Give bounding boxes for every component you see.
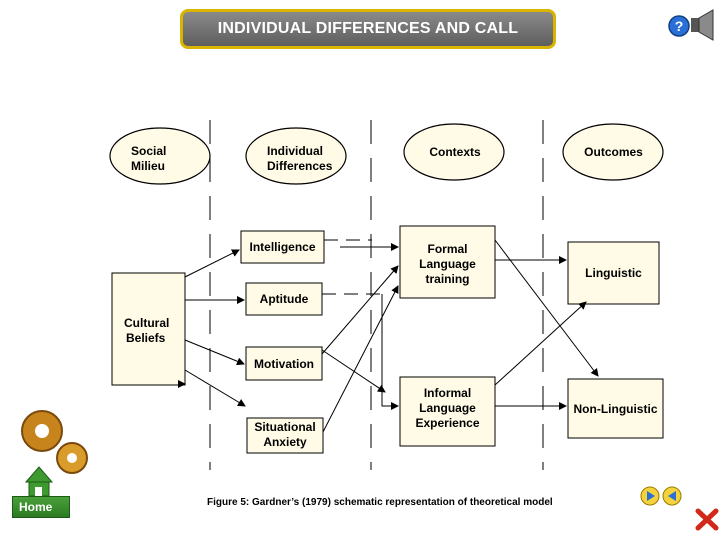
formal-training-box xyxy=(399,225,496,299)
contexts-label: Contexts xyxy=(429,145,481,159)
motivation-label: Motivation xyxy=(254,357,314,371)
home-button[interactable]: Home xyxy=(12,496,70,518)
formal-training-line-1: Formal xyxy=(427,242,468,256)
informal-experience-line-2: Language xyxy=(419,401,476,415)
cultural-beliefs-line-2: Beliefs xyxy=(126,331,166,345)
help-icon[interactable]: ? xyxy=(668,15,690,37)
individual-differences-line-1: Individual xyxy=(267,144,324,158)
outcomes-ellipse xyxy=(562,123,664,181)
cultural-beliefs-line-1: Cultural xyxy=(124,316,170,330)
aptitude-label: Aptitude xyxy=(259,292,309,306)
outcomes-label: Outcomes xyxy=(584,145,643,159)
close-icon[interactable] xyxy=(695,508,719,531)
individual-differences-label: Individual Differences xyxy=(267,144,332,174)
non-linguistic-box xyxy=(567,378,664,439)
individual-differences-ellipse xyxy=(245,127,347,185)
formal-training-label: Formal Language training xyxy=(400,242,495,287)
social-milieu-label: Social Milieu xyxy=(131,144,166,174)
situational-anxiety-box xyxy=(246,417,324,454)
svg-text:?: ? xyxy=(675,18,684,34)
non-linguistic-label: Non-Linguistic xyxy=(573,402,658,416)
figure-caption: Figure 5: Gardner’s (1979) schematic rep… xyxy=(207,497,553,508)
home-icon[interactable] xyxy=(24,466,54,497)
speaker-icon[interactable] xyxy=(691,9,714,41)
formal-training-line-3: training xyxy=(425,272,470,286)
situational-anxiety-line-1: Situational xyxy=(254,420,316,434)
column-dividers xyxy=(209,120,544,470)
informal-experience-box xyxy=(399,376,496,447)
cultural-beliefs-box xyxy=(111,272,186,386)
formal-training-line-2: Language xyxy=(419,257,476,271)
social-milieu-line-2: Milieu xyxy=(131,159,166,173)
motivation-box xyxy=(245,346,323,381)
social-milieu-ellipse xyxy=(109,127,211,185)
gears-icon xyxy=(21,410,88,474)
informal-experience-line-1: Informal xyxy=(423,386,472,400)
social-milieu-line-1: Social xyxy=(131,144,167,158)
linguistic-label: Linguistic xyxy=(585,266,642,280)
back-icon[interactable] xyxy=(662,486,682,506)
situational-anxiety-line-2: Anxiety xyxy=(263,435,307,449)
individual-differences-line-2: Differences xyxy=(267,159,333,173)
linguistic-box xyxy=(567,241,660,305)
intelligence-label: Intelligence xyxy=(249,240,316,254)
aptitude-box xyxy=(245,282,323,316)
play-icon[interactable] xyxy=(640,486,660,506)
contexts-ellipse xyxy=(403,123,505,181)
informal-experience-line-3: Experience xyxy=(415,416,480,430)
intelligence-box xyxy=(240,230,325,264)
informal-experience-label: Informal Language Experience xyxy=(400,386,495,431)
situational-anxiety-label: Situational Anxiety xyxy=(247,420,323,450)
page-title: INDIVIDUAL DIFFERENCES AND CALL xyxy=(180,9,556,49)
cultural-beliefs-label: Cultural Beliefs xyxy=(124,316,169,346)
